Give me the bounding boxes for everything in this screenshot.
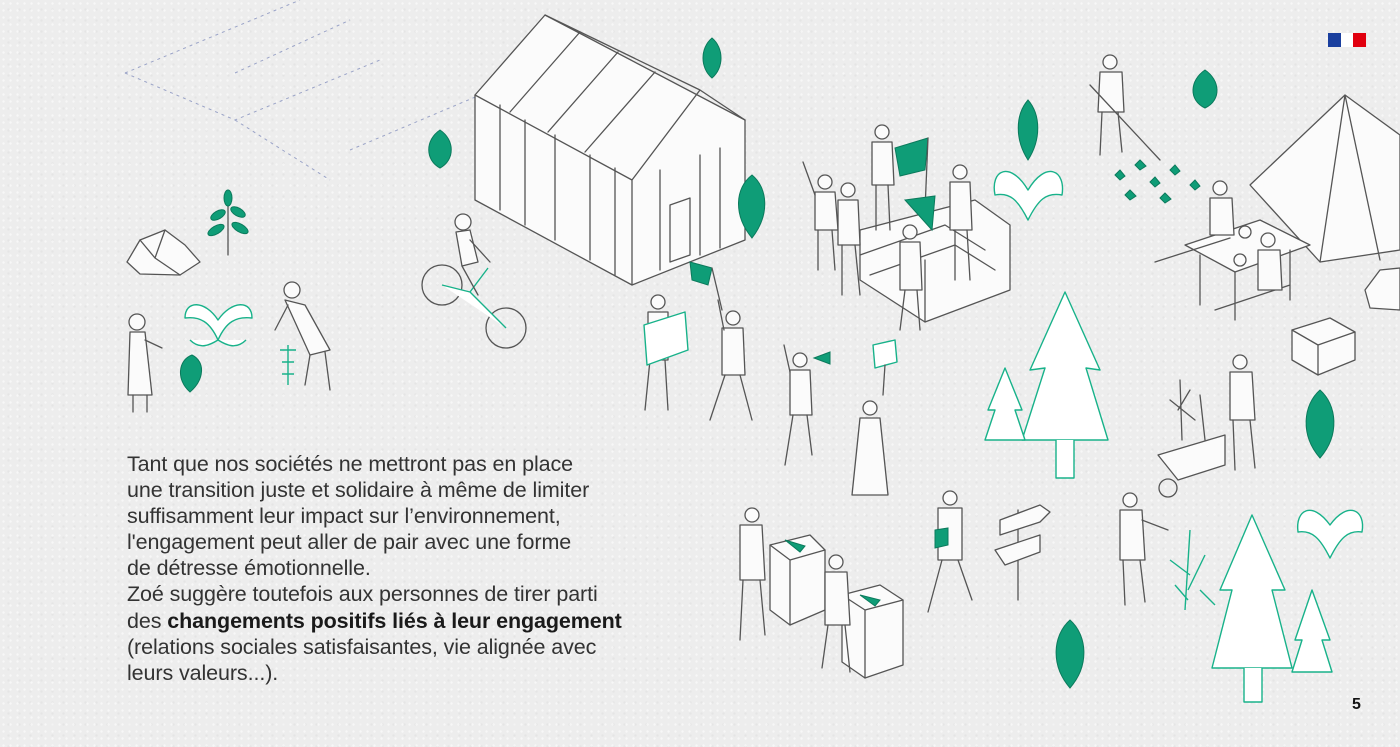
paragraph-line: une transition juste et solidaire à même… [127,478,590,503]
voters [739,490,973,679]
pruning-gardener [1119,492,1216,611]
tent [1249,94,1400,263]
protesters [802,124,1011,331]
signpost [994,504,1051,601]
picnic-table [1154,180,1356,376]
greenhouse [474,14,746,286]
people-left [127,281,331,413]
outline-flowers-right [993,170,1364,559]
green-leaves [428,37,1335,689]
gardener-with-rake [1089,54,1201,204]
marchers [643,261,898,496]
paragraph-line: suffisamment leur impact sur l’environne… [127,504,561,529]
line-prefix: des [127,608,168,633]
pine-trees [984,291,1333,703]
bold-emphasis: changements positifs liés à leur engagem… [167,608,622,633]
french-republic-flag-icon [1328,33,1366,47]
paragraph-line: l'engagement peut aller de pair avec une… [127,530,572,555]
small-tree-left [207,189,249,256]
paragraph-line-emphasis: des changements positifs liés à leur eng… [127,608,687,634]
paragraph-line: leurs valeurs...). [127,660,279,685]
rocks [126,229,201,276]
page-number: 5 [1352,696,1361,713]
paragraph-line: (relations sociales satisfaisantes, vie … [127,634,597,659]
paragraph-line: Zoé suggère toutefois aux personnes de t… [127,582,598,607]
rock-right [1364,267,1400,311]
body-paragraph: Tant que nos sociétés ne mettront pas en… [127,451,687,686]
paragraph-line: de détresse émotionnelle. [127,556,371,581]
cyclist [421,213,527,349]
paragraph-line: Tant que nos sociétés ne mettront pas en… [127,452,573,476]
dashed-guides [124,0,481,181]
wheelbarrow-gardener [1157,354,1256,498]
